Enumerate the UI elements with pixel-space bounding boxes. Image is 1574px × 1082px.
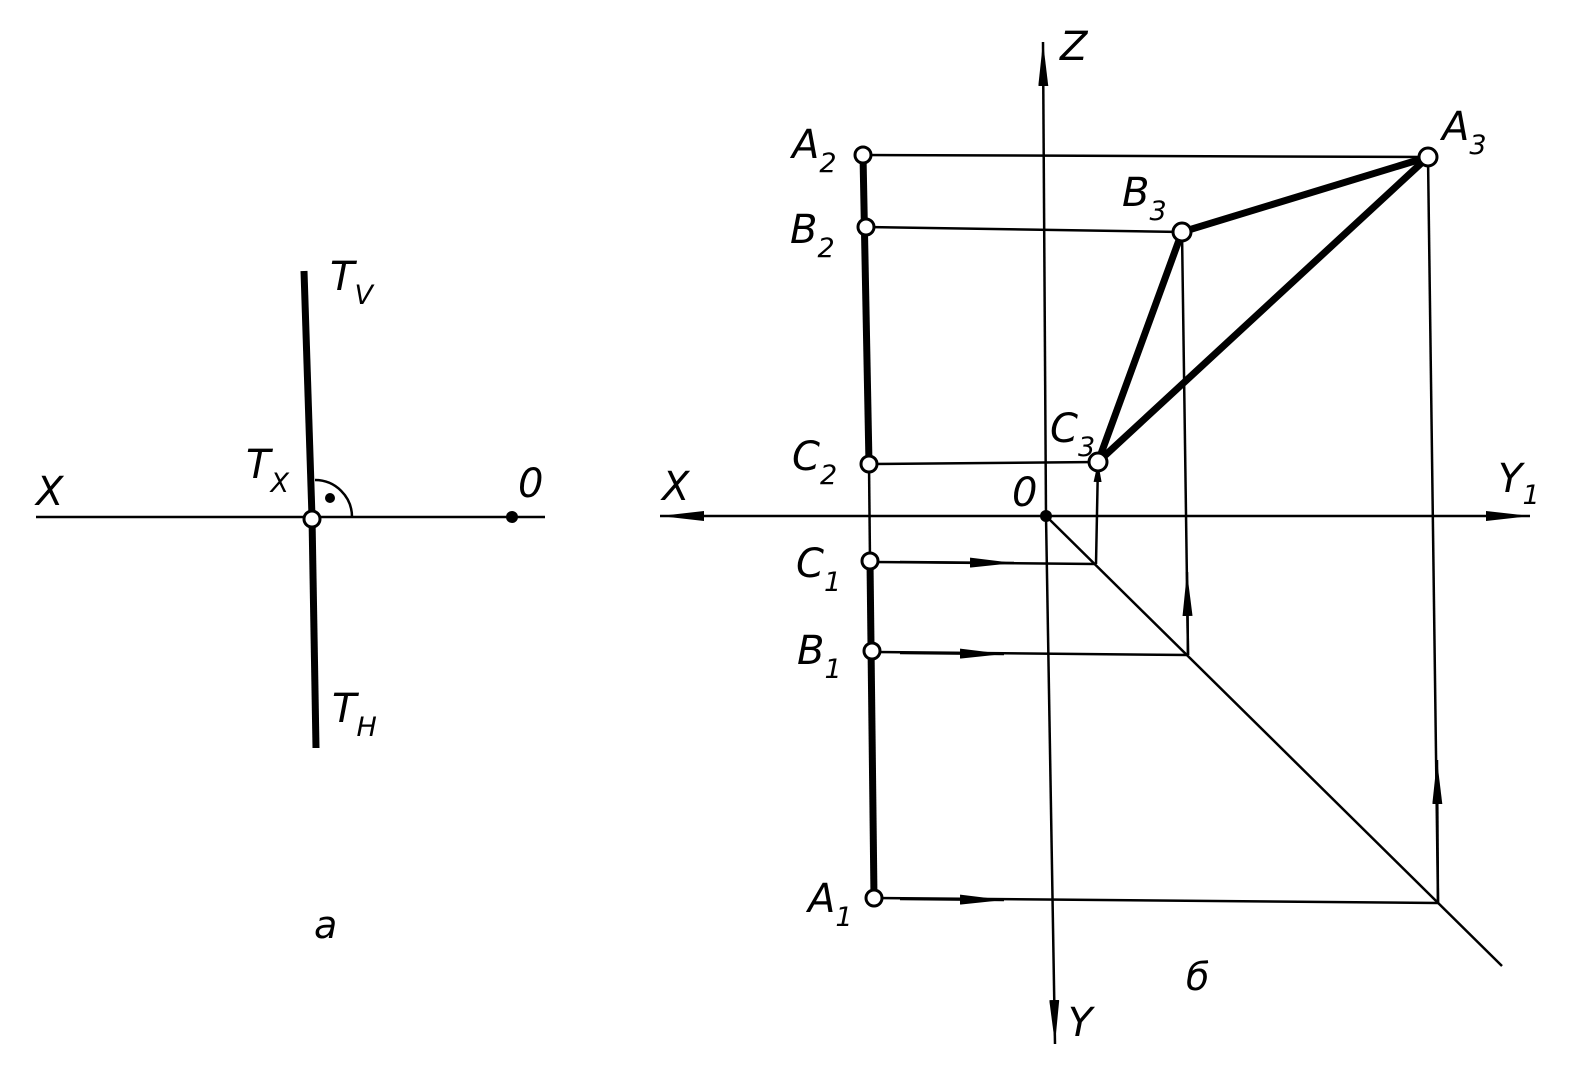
point-c2 (859, 454, 879, 474)
trace-x-point (302, 509, 322, 529)
right-angle-dot (325, 493, 335, 503)
axis-x-label-a: X (34, 469, 65, 515)
trace-v-label: TV (330, 254, 375, 311)
label-a1: A1 (805, 876, 853, 933)
link-c2-c3 (868, 460, 1099, 466)
link-b1-arrow (899, 648, 1005, 659)
up-a-arrow (1432, 759, 1443, 904)
up-c (1093, 461, 1102, 565)
point-a1 (864, 888, 884, 908)
z-axis (1038, 41, 1049, 517)
link-a2-a3 (862, 153, 1429, 159)
point-a3 (1417, 146, 1439, 168)
caption-a: а (314, 903, 337, 947)
label-c3: C3 (1050, 406, 1095, 463)
point-c3 (1087, 451, 1109, 473)
label-c2: C2 (792, 434, 837, 491)
trace-x-label: TX (246, 442, 289, 499)
edge-b3-c3 (1094, 230, 1186, 464)
frontal-projection-line (859, 154, 873, 465)
origin-label-b: 0 (1012, 470, 1037, 516)
trace-v-line (300, 270, 316, 518)
right-angle-arc (314, 478, 354, 518)
constant-line-45deg (1045, 515, 1503, 967)
edge-a3-c3 (1095, 154, 1431, 465)
y-axis (1044, 515, 1060, 1045)
point-b3 (1171, 221, 1193, 243)
label-c1: C1 (796, 541, 841, 598)
label-b3: B3 (1122, 170, 1167, 227)
point-a2 (853, 145, 873, 165)
trace-h-label: TH (332, 686, 377, 743)
horizontal-projection-line (866, 560, 878, 899)
panel-a: X 0 TV TX TH а (34, 254, 545, 947)
origin-label-a: 0 (518, 461, 543, 507)
label-b2: B2 (790, 207, 835, 264)
label-a2: A2 (789, 122, 837, 179)
origin-point-b (1040, 510, 1052, 522)
axis-y1-label: Y1 (1498, 456, 1540, 511)
label-a3: A3 (1439, 104, 1487, 161)
link-b2-b3 (865, 225, 1183, 234)
link-a1-arrow (899, 894, 1005, 905)
origin-point-a (506, 511, 518, 523)
edge-a3-b3 (1180, 153, 1430, 236)
up-b-arrow (1182, 571, 1193, 656)
caption-b: б (1186, 955, 1209, 999)
link-line-c2-c1 (867, 463, 872, 562)
link-c1-arrow (899, 557, 1015, 568)
axis-z-label: Z (1059, 24, 1089, 70)
axis-y-label: Y (1068, 1000, 1096, 1046)
axis-x-label-b: X (660, 464, 691, 510)
point-b2 (856, 217, 876, 237)
point-c1 (860, 551, 880, 571)
label-b1: B1 (797, 628, 842, 685)
panel-b: Z X Y1 Y 0 A2 B2 C2 C1 B1 A1 A3 B3 (660, 24, 1540, 1046)
trace-h-line (308, 516, 320, 749)
point-b1 (862, 641, 882, 661)
